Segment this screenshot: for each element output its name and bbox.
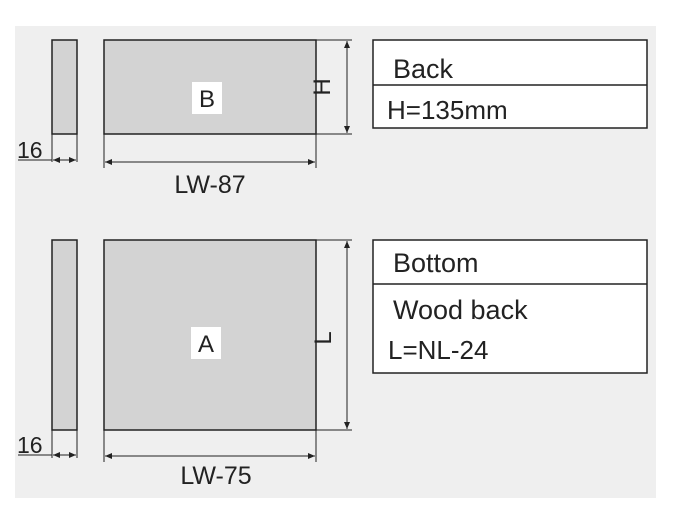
- bottom-letter-box: [191, 327, 221, 359]
- bottom-table-row-1: Wood back: [393, 295, 528, 325]
- back-thickness-label: 16: [17, 137, 43, 163]
- bottom-table-title: Bottom: [393, 248, 479, 278]
- bottom-side-view: [51, 239, 78, 431]
- back-height-label: H: [309, 78, 336, 95]
- bottom-thickness-label: 16: [17, 432, 43, 458]
- back-width-label: LW-87: [174, 171, 245, 199]
- back-part: 16 B LW-87 H: [17, 39, 352, 199]
- back-table-row: H=135mm: [387, 95, 508, 125]
- back-table-title: Back: [393, 54, 454, 84]
- back-letter-box: [192, 82, 222, 114]
- bottom-label-table: Bottom Wood back L=NL-24: [372, 239, 648, 374]
- bottom-length-label: L: [310, 331, 337, 344]
- bottom-part: 16 A LW-75 L: [17, 239, 352, 490]
- back-panel-letter: B: [199, 86, 215, 113]
- bottom-table-row-2: L=NL-24: [388, 335, 488, 365]
- back-label-table: Back H=135mm: [372, 39, 648, 129]
- bottom-panel-letter: A: [198, 331, 214, 358]
- back-side-view: [51, 39, 78, 135]
- bottom-width-label: LW-75: [180, 462, 251, 490]
